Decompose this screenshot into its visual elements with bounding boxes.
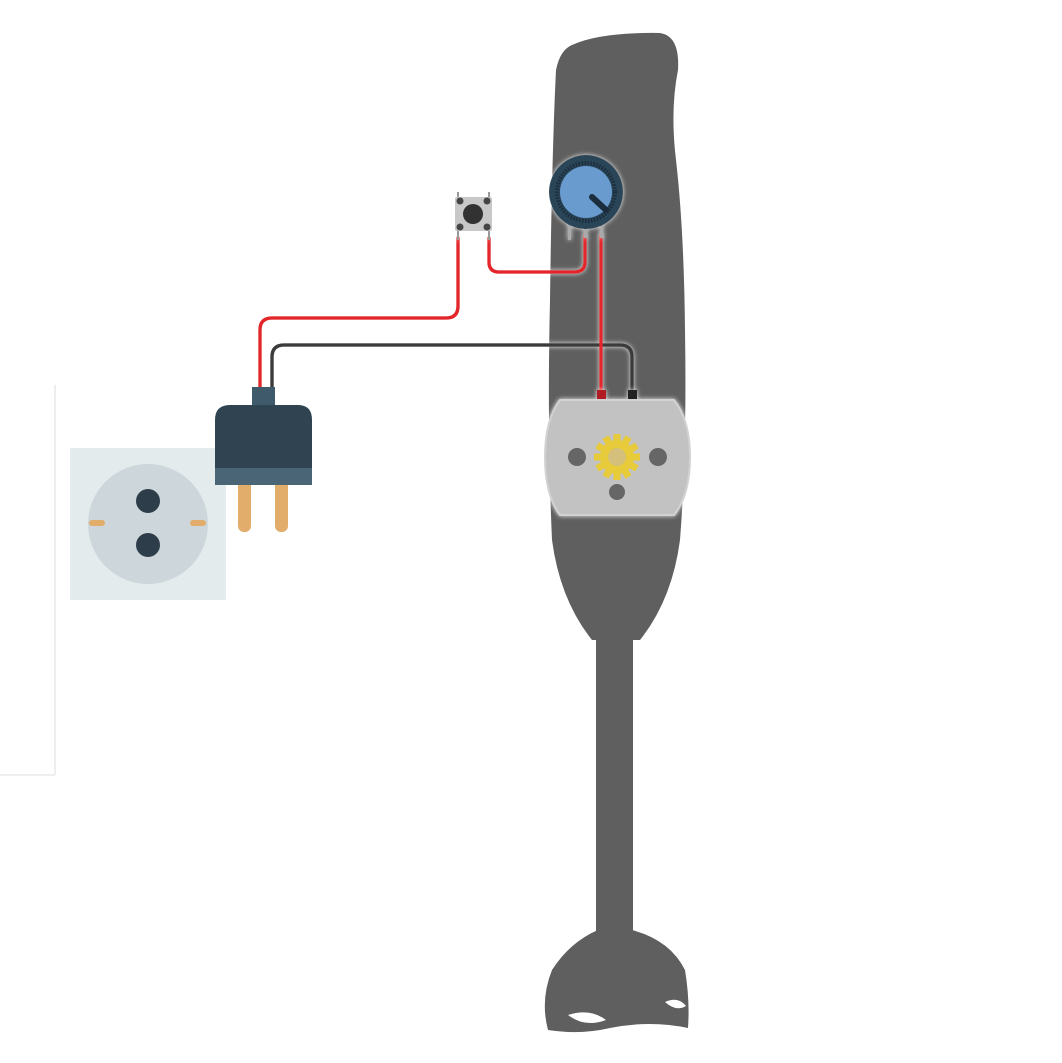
blender-shaft [596, 635, 633, 940]
gear-icon [594, 434, 640, 480]
outlet-hole [136, 533, 160, 557]
blender-bell [544, 930, 689, 1033]
blender-handle [548, 32, 686, 640]
dc-motor [543, 390, 692, 516]
motor-mount-hole [609, 484, 625, 500]
switch-button[interactable] [463, 204, 483, 224]
potentiometer[interactable] [549, 155, 623, 240]
outlet-ground-contact [190, 520, 206, 526]
outlet-ground-contact [89, 520, 105, 526]
wire-black-plug-to-motor[interactable] [270, 343, 634, 395]
blender-bell-blade [568, 1012, 606, 1024]
plug-base [215, 468, 312, 485]
motor-mount-hole [568, 448, 586, 466]
wire-red-plug-to-switch[interactable] [258, 236, 460, 390]
motor-mount-hole [649, 448, 667, 466]
wall-outlet[interactable] [70, 448, 226, 600]
power-plug[interactable] [215, 387, 312, 532]
wire-red-switch-to-pot[interactable] [487, 234, 587, 274]
plug-prong [238, 470, 251, 532]
pot-indicator [589, 194, 609, 213]
plug-neck [252, 387, 275, 409]
outlet-hole [136, 489, 160, 513]
outlet-face [88, 464, 208, 584]
plug-body [215, 405, 312, 485]
plug-prong [275, 470, 288, 532]
push-button-switch[interactable] [455, 192, 492, 240]
blender-bell-blade [665, 999, 686, 1009]
